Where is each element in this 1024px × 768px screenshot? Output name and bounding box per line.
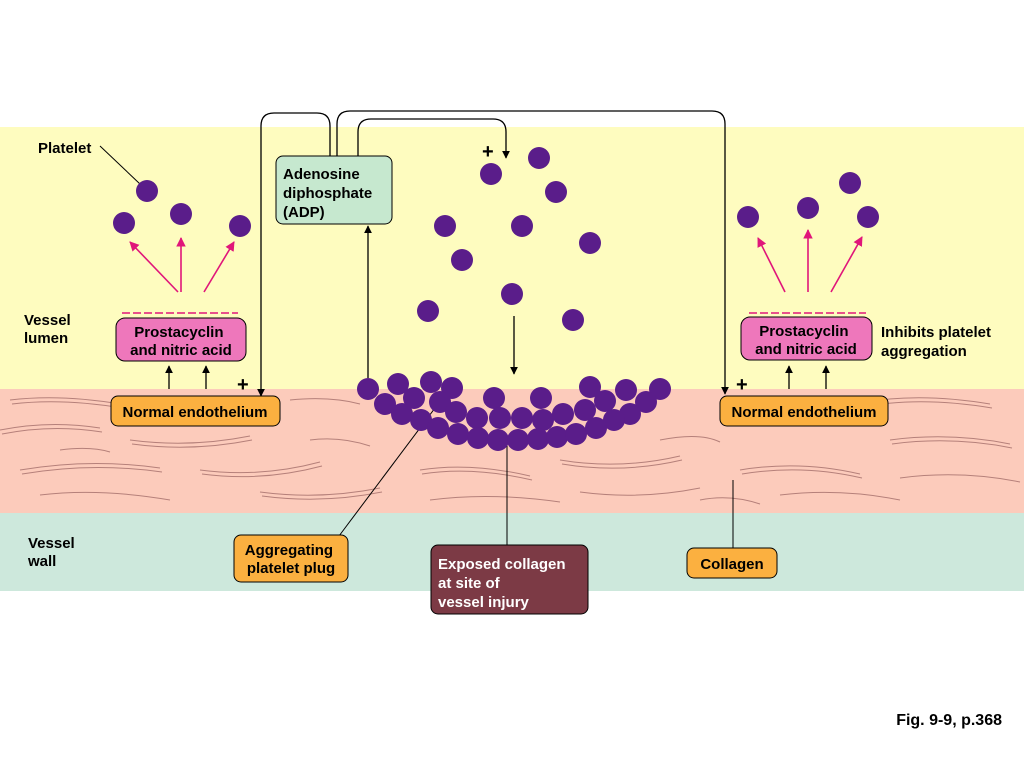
collagen-fibers: [0, 397, 1021, 505]
platelet: [528, 147, 550, 169]
platelet: [501, 283, 523, 305]
platelet-pointer: [99, 145, 141, 185]
collagen-box: Collagen: [686, 547, 778, 579]
platelet: [579, 376, 601, 398]
platelet: [565, 423, 587, 445]
platelet: [545, 181, 567, 203]
adp-box: Adenosine diphosphate (ADP): [275, 155, 393, 225]
platelet: [579, 232, 601, 254]
svg-text:Aggregating platelet plu: Aggregating platelet plug: [245, 542, 338, 577]
platelet: [635, 391, 657, 413]
platelet: [420, 371, 442, 393]
svg-text:Prostacyclin and nitric: Prostacyclin and nitric acid: [130, 324, 232, 359]
platelet: [585, 417, 607, 439]
platelet-label: Platelet: [38, 140, 91, 157]
platelet: [552, 403, 574, 425]
platelet: [603, 409, 625, 431]
platelet: [410, 409, 432, 431]
svg-text:Normal endothelium: Normal endothelium: [731, 404, 876, 421]
platelet: [136, 180, 158, 202]
platelet: [113, 212, 135, 234]
inhibits-aggregation-label: Inhibits platelet aggregation: [881, 324, 995, 360]
endothelium-box-left: Normal endothelium: [110, 395, 281, 427]
platelet: [489, 407, 511, 429]
platelet: [527, 428, 549, 450]
platelet: [507, 429, 529, 451]
plus-sign-right: +: [736, 374, 748, 396]
platelet: [839, 172, 861, 194]
svg-text:Normal endothelium: Normal endothelium: [122, 404, 267, 421]
right-inhibition-group: Prostacyclin and nitric acid: [740, 229, 873, 389]
platelet: [427, 417, 449, 439]
adp-loop-right: [336, 110, 729, 395]
svg-text:Exposed collagen at site: Exposed collagen at site of vessel injur…: [438, 556, 570, 611]
platelet: [451, 249, 473, 271]
platelet: [229, 215, 251, 237]
platelet: [357, 378, 379, 400]
platelet: [417, 300, 439, 322]
platelet: [615, 379, 637, 401]
platelet: [532, 409, 554, 431]
prostacyclin-box-left: [115, 317, 247, 362]
platelet: [429, 391, 451, 413]
free-platelets: [113, 147, 879, 331]
svg-text:Collagen: Collagen: [700, 556, 763, 573]
platelet: [387, 373, 409, 395]
platelet: [649, 378, 671, 400]
platelet: [562, 309, 584, 331]
platelet: [403, 387, 425, 409]
plus-sign-left: +: [237, 374, 249, 396]
aggregating-plug-box: Aggregating platelet plug: [233, 534, 349, 583]
endothelium-box-right: Normal endothelium: [719, 395, 889, 427]
vessel-lumen-label: Vessel lumen: [24, 312, 75, 347]
platelet: [530, 387, 552, 409]
platelet: [546, 426, 568, 448]
platelet: [466, 407, 488, 429]
platelet: [170, 203, 192, 225]
left-inhibition-group: Prostacyclin and nitric acid: [115, 237, 247, 389]
platelet: [511, 215, 533, 237]
platelet: [797, 197, 819, 219]
adp-loop-center: [357, 118, 510, 159]
platelet: [737, 206, 759, 228]
platelet: [467, 427, 489, 449]
platelet: [480, 163, 502, 185]
vessel-wall-label: Vessel wall: [27, 535, 79, 570]
platelet: [857, 206, 879, 228]
platelet: [483, 387, 505, 409]
platelet: [511, 407, 533, 429]
platelet: [447, 423, 469, 445]
platelet: [374, 393, 396, 415]
svg-text:Prostacyclin and nitric: Prostacyclin and nitric acid: [755, 323, 857, 358]
platelet-plug: [357, 371, 671, 451]
prostacyclin-box-right: [740, 316, 873, 361]
platelet: [487, 429, 509, 451]
platelet: [594, 390, 616, 412]
plus-sign-top: +: [482, 141, 494, 163]
adp-loop-left: [257, 112, 331, 397]
platelet: [434, 215, 456, 237]
figure-reference: Fig. 9-9, p.368: [896, 712, 1002, 729]
platelet: [574, 399, 596, 421]
platelet: [391, 403, 413, 425]
svg-text:Adenosine diphosphate: Adenosine diphosphate (ADP): [283, 166, 376, 221]
exposed-collagen-box: Exposed collagen at site of vessel injur…: [430, 544, 589, 615]
platelet: [445, 401, 467, 423]
